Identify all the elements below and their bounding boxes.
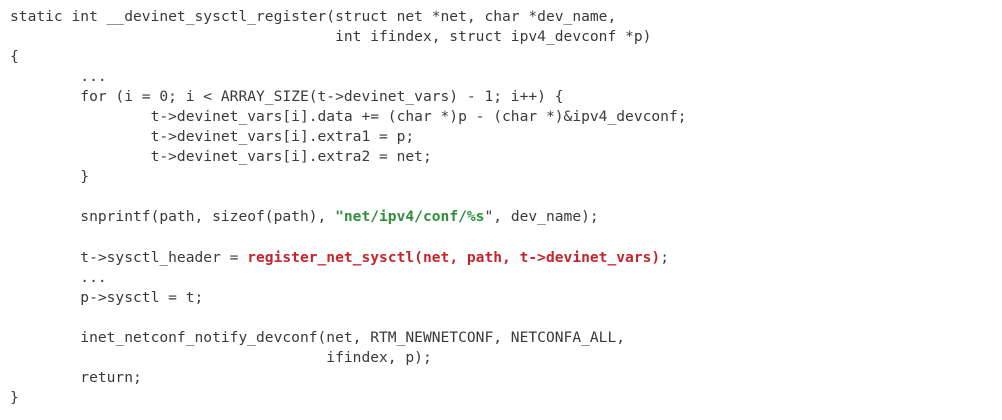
code-line: p->sysctl = t; xyxy=(10,288,687,308)
code-line xyxy=(10,228,687,248)
code-line: t->devinet_vars[i].extra1 = p; xyxy=(10,127,687,147)
code-text: } xyxy=(10,168,90,186)
code-line: t->devinet_vars[i].data += (char *)p - (… xyxy=(10,107,687,127)
code-line: int ifindex, struct ipv4_devconf *p) xyxy=(10,27,687,47)
code-line: t->sysctl_header = register_net_sysctl(n… xyxy=(10,248,687,268)
code-text: p->sysctl = t; xyxy=(10,288,204,306)
code-line: } xyxy=(10,388,687,408)
code-line: for (i = 0; i < ARRAY_SIZE(t->devinet_va… xyxy=(10,87,687,107)
code-text: } xyxy=(10,388,19,406)
code-text: ", dev_name); xyxy=(484,208,599,226)
highlighted-call: register_net_sysctl(net, path, t->devine… xyxy=(247,248,661,266)
code-text: int ifindex, struct ipv4_devconf *p) xyxy=(10,28,652,46)
code-text: ... xyxy=(10,68,107,86)
code-text: t->sysctl_header = xyxy=(10,248,248,266)
string-literal: "net/ipv4/conf/%s xyxy=(335,208,485,226)
code-text: snprintf(path, sizeof(path), xyxy=(10,208,336,226)
code-text: return; xyxy=(10,368,142,386)
code-line xyxy=(10,187,687,207)
code-text: t->devinet_vars[i].extra1 = p; xyxy=(10,128,415,146)
code-text: t->devinet_vars[i].extra2 = net; xyxy=(10,148,432,166)
code-listing: static int __devinet_sysctl_register(str… xyxy=(10,7,687,408)
code-line: inet_netconf_notify_devconf(net, RTM_NEW… xyxy=(10,328,687,348)
code-text: for (i = 0; i < ARRAY_SIZE(t->devinet_va… xyxy=(10,88,564,106)
code-line: ... xyxy=(10,268,687,288)
code-line: return; xyxy=(10,368,687,388)
code-line: static int __devinet_sysctl_register(str… xyxy=(10,7,687,27)
code-line: t->devinet_vars[i].extra2 = net; xyxy=(10,147,687,167)
code-line: ifindex, p); xyxy=(10,348,687,368)
code-text: ; xyxy=(660,248,669,266)
code-text: { xyxy=(10,48,19,66)
code-text: inet_netconf_notify_devconf(net, RTM_NEW… xyxy=(10,328,626,346)
code-line: snprintf(path, sizeof(path), "net/ipv4/c… xyxy=(10,207,687,227)
code-line: { xyxy=(10,47,687,67)
code-line: ... xyxy=(10,67,687,87)
code-line xyxy=(10,308,687,328)
code-text: t->devinet_vars[i].data += (char *)p - (… xyxy=(10,108,687,126)
code-line: } xyxy=(10,167,687,187)
code-text: ifindex, p); xyxy=(10,348,432,366)
code-text: ... xyxy=(10,268,107,286)
code-text: static int __devinet_sysctl_register(str… xyxy=(10,8,617,25)
